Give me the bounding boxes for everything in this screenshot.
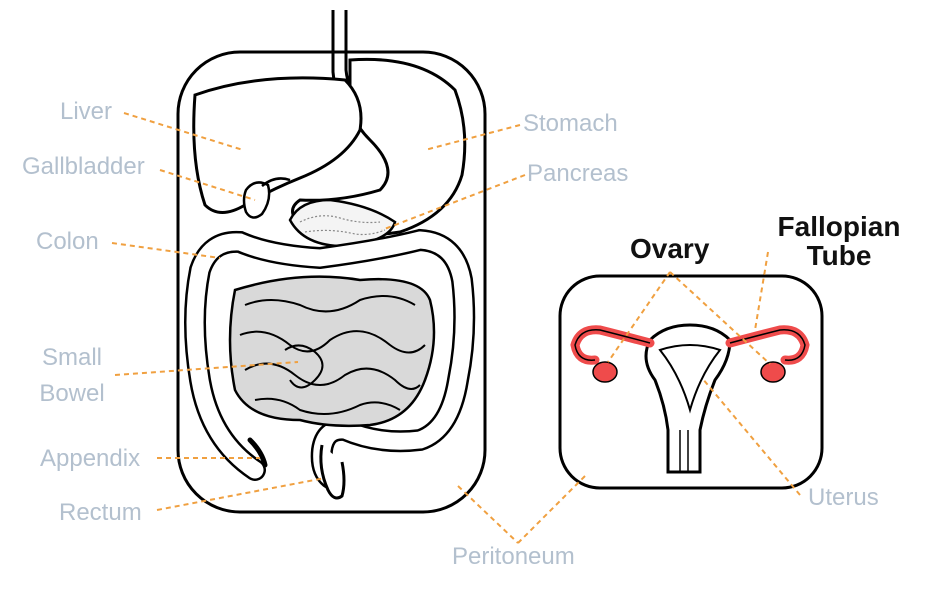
fallopian-tube-right-outline xyxy=(729,329,806,361)
label-small-bowel-line-2: Bowel xyxy=(39,380,105,407)
label-gallbladder: Gallbladder xyxy=(22,153,145,180)
leader-ovary-right xyxy=(669,271,771,365)
leader-gallbladder xyxy=(159,169,256,201)
colon-inner xyxy=(186,231,473,487)
leader-peritoneum-right xyxy=(517,475,586,544)
leader-lines xyxy=(111,112,801,544)
leader-small-bowel xyxy=(114,361,299,376)
leader-liver xyxy=(123,112,244,151)
leader-fallopian xyxy=(754,251,769,331)
label-colon: Colon xyxy=(36,228,99,255)
bile-duct xyxy=(261,177,291,187)
label-small-bowel: Small Bowel xyxy=(34,340,110,412)
label-rectum: Rectum xyxy=(59,499,142,526)
pancreas-texture xyxy=(299,215,386,236)
reproductive-inset-outline xyxy=(558,274,824,490)
fallopian-tube-left-outline xyxy=(574,329,651,361)
leader-uterus xyxy=(701,377,801,496)
cervix-canal xyxy=(679,430,689,472)
label-appendix: Appendix xyxy=(40,445,141,472)
label-uterus: Uterus xyxy=(808,484,879,511)
fallopian-tube-right xyxy=(725,325,810,365)
gallbladder xyxy=(242,181,271,219)
leader-pancreas xyxy=(381,174,526,231)
label-small-bowel-line-1: Small xyxy=(41,344,102,371)
small-bowel-loops xyxy=(239,295,426,415)
label-liver: Liver xyxy=(60,98,113,125)
label-pancreas: Pancreas xyxy=(527,160,629,187)
uterine-cavity xyxy=(658,344,722,414)
label-ovary: Ovary xyxy=(630,233,710,264)
small-bowel xyxy=(228,275,436,428)
leader-stomach xyxy=(424,124,521,151)
leader-rectum xyxy=(156,477,326,511)
leader-colon xyxy=(111,242,221,259)
label-fallopian-tube: Fallopian Tube xyxy=(772,212,906,271)
rectum xyxy=(319,444,346,500)
label-fallopian-tube-line-2: Tube xyxy=(806,240,872,272)
leader-ovary-left xyxy=(607,271,671,363)
ovary-left xyxy=(592,361,618,383)
label-fallopian-tube-line-1: Fallopian xyxy=(777,211,901,242)
ovary-right xyxy=(760,361,786,383)
liver xyxy=(192,76,363,214)
leader-peritoneum-left xyxy=(457,485,519,544)
label-stomach: Stomach xyxy=(523,110,618,137)
label-peritoneum: Peritoneum xyxy=(452,543,575,570)
appendix xyxy=(247,437,268,468)
